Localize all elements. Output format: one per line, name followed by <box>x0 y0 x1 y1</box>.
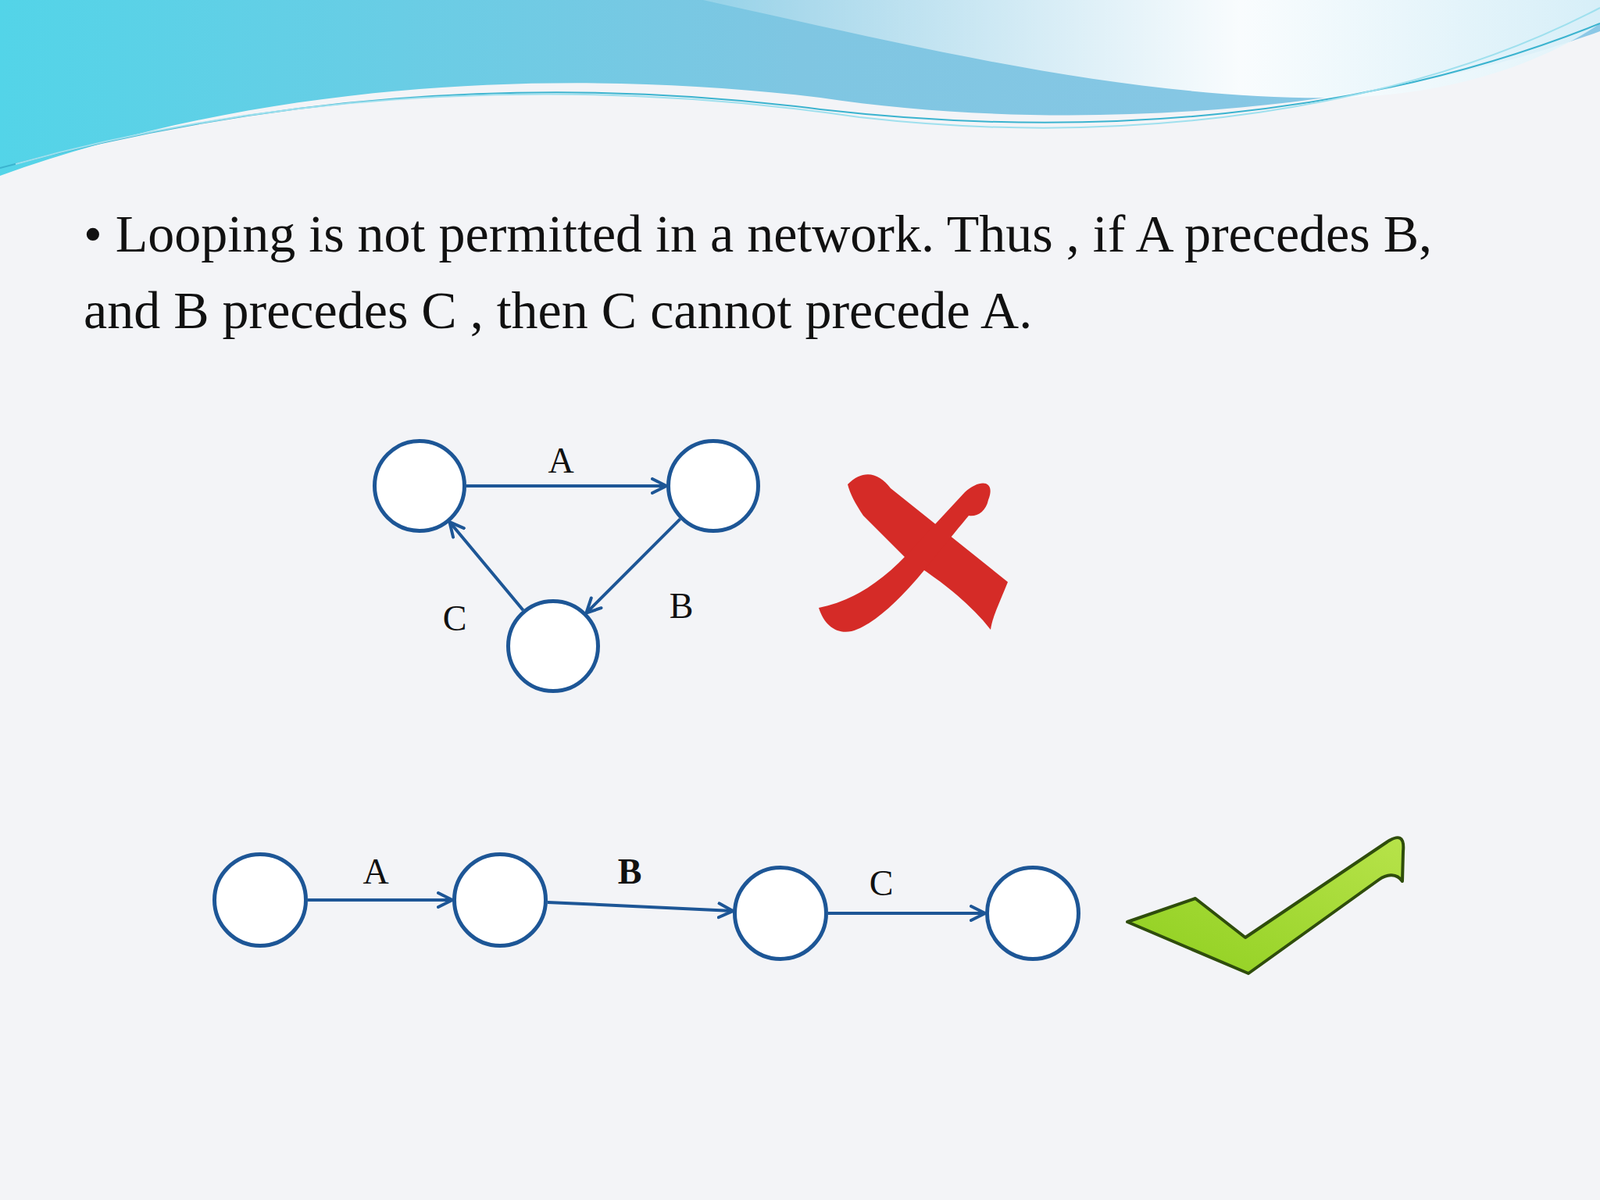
event-node <box>666 439 761 533</box>
event-node <box>372 439 467 533</box>
activity-arrow <box>466 484 667 488</box>
activity-arrow <box>828 911 986 915</box>
event-node <box>506 599 600 693</box>
header-wave <box>0 0 1600 204</box>
activity-arrow <box>585 518 680 613</box>
activity-arrow <box>307 898 453 902</box>
event-node <box>732 865 829 961</box>
activity-label: C <box>866 864 897 904</box>
activity-label: A <box>359 852 392 892</box>
wave-line <box>0 23 1600 168</box>
activity-label: B <box>666 586 697 626</box>
check-mark <box>1127 837 1404 974</box>
event-node <box>212 852 308 948</box>
event-node <box>452 852 548 948</box>
activity-label: A <box>544 441 577 481</box>
event-node <box>985 865 1081 961</box>
activity-label: C <box>439 599 471 639</box>
wave-line <box>15 7 1600 165</box>
bullet-text: • Looping is not permitted in a network.… <box>83 195 1490 349</box>
wave-swoosh <box>703 0 1600 98</box>
wave-band <box>0 0 1600 176</box>
activity-arrow <box>449 521 523 611</box>
activity-arrow <box>547 902 733 911</box>
activity-label: B <box>614 852 646 892</box>
cross-stroke <box>818 483 991 633</box>
